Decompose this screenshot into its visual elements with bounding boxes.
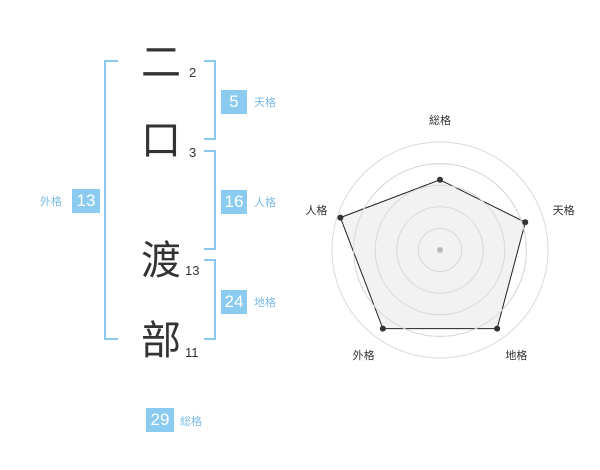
jinkaku-label: 人格 bbox=[254, 196, 276, 209]
name-character-4: 部 bbox=[141, 318, 181, 364]
gaikaku-label: 外格 bbox=[40, 195, 62, 208]
name-character-3: 渡 bbox=[141, 238, 181, 284]
name-character-2: 口 bbox=[141, 118, 181, 164]
radar-axis-label-soukaku: 総格 bbox=[429, 113, 451, 127]
tenkaku-label: 天格 bbox=[254, 96, 276, 109]
name-character-1: 二 bbox=[141, 40, 181, 86]
radar-point-2 bbox=[522, 219, 529, 226]
radar-points bbox=[337, 176, 529, 332]
chikaku-badge: 24 bbox=[221, 290, 247, 314]
radar-point-3 bbox=[494, 325, 501, 332]
tenkaku-badge: 5 bbox=[221, 90, 247, 114]
chikaku-bracket bbox=[204, 259, 216, 340]
radar-axis-label-jinkaku: 人格 bbox=[305, 203, 327, 217]
jinkaku-badge: 16 bbox=[221, 190, 247, 214]
radar-axis-label-chikaku: 地格 bbox=[505, 348, 527, 362]
stroke-count-3: 13 bbox=[185, 263, 200, 278]
radar-center-dot bbox=[437, 247, 443, 253]
soukaku-label: 総格 bbox=[180, 415, 202, 428]
radar-grid-circle bbox=[417, 227, 463, 273]
radar-shape bbox=[339, 179, 526, 330]
radar-point-1 bbox=[437, 176, 443, 183]
gaikaku-bracket bbox=[104, 60, 118, 340]
stroke-count-4: 11 bbox=[185, 345, 199, 360]
radar-axis-label-tenkaku: 天格 bbox=[553, 203, 575, 217]
stroke-count-2: 3 bbox=[189, 145, 197, 160]
radar-grid-circle bbox=[374, 184, 506, 316]
radar-axis-label-gaikaku: 外格 bbox=[353, 348, 375, 362]
stroke-count-1: 2 bbox=[189, 65, 197, 80]
chikaku-label: 地格 bbox=[254, 296, 276, 309]
radar-point-5 bbox=[337, 214, 344, 221]
jinkaku-bracket bbox=[204, 150, 216, 250]
gaikaku-badge: 13 bbox=[72, 189, 100, 213]
tenkaku-bracket bbox=[204, 60, 216, 140]
radar-point-4 bbox=[379, 325, 386, 332]
soukaku-badge: 29 bbox=[146, 408, 174, 432]
radar-grid-circle bbox=[353, 163, 527, 337]
radar-grid-circle bbox=[396, 206, 484, 294]
